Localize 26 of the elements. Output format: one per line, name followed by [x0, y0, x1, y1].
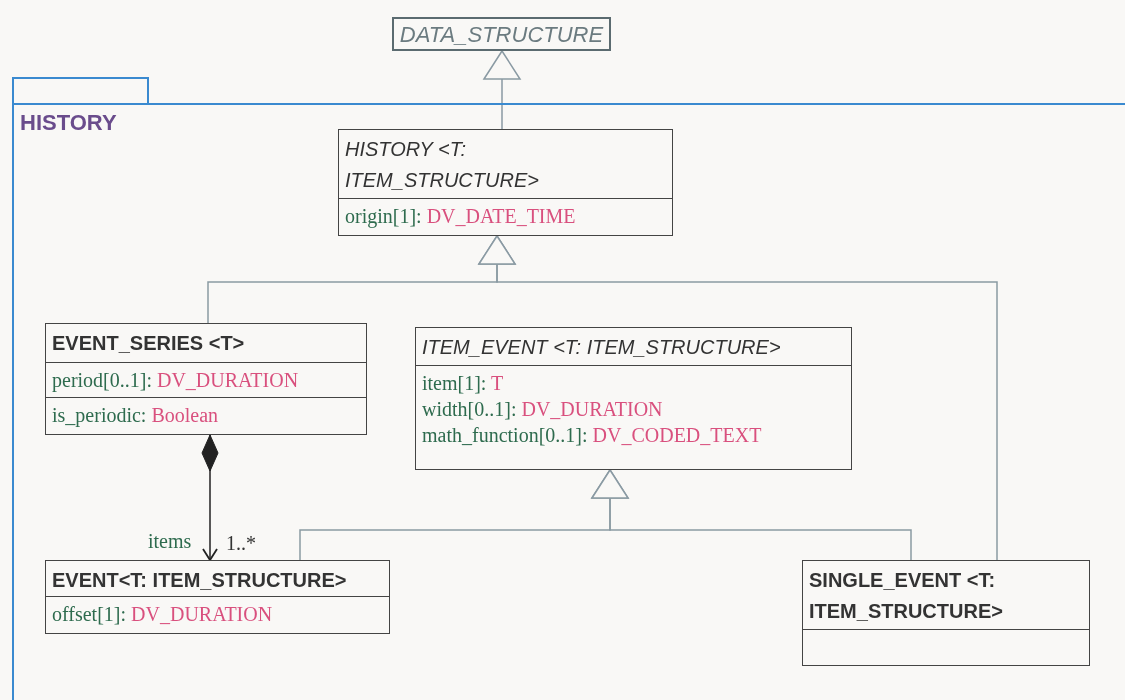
attribute-text: item[1]: T — [422, 370, 504, 396]
composition-arrow — [201, 434, 219, 561]
class-name: EVENT_SERIES <T> — [52, 331, 245, 356]
generalization-arrow — [483, 50, 521, 130]
attribute-text: period[0..1]: DV_DURATION — [52, 368, 299, 394]
attribute-text: width[0..1]: DV_DURATION — [422, 396, 663, 422]
class-name: ITEM_EVENT <T: ITEM_STRUCTURE> — [422, 335, 781, 360]
class-box — [338, 129, 673, 236]
attribute-text: offset[1]: DV_DURATION — [52, 602, 273, 627]
class-name: HISTORY <T: ITEM_STRUCTURE> — [345, 137, 540, 193]
class-box — [415, 327, 852, 470]
class-name: SINGLE_EVENT <T: ITEM_STRUCTURE> — [809, 568, 1004, 624]
attribute-text: origin[1]: DV_DATE_TIME — [345, 203, 576, 229]
multiplicity-label: 1..* — [226, 532, 256, 554]
class-box — [45, 323, 367, 435]
package-frame — [12, 77, 1125, 700]
class-box — [392, 17, 611, 51]
class-name: DATA_STRUCTURE — [399, 20, 604, 49]
class-box — [45, 560, 390, 634]
attribute-text: is_periodic: Boolean — [52, 402, 219, 428]
class-box — [802, 560, 1090, 666]
generalization-arrow — [591, 469, 912, 561]
class-name: EVENT<T: ITEM_STRUCTURE> — [52, 568, 347, 593]
generalization-arrow — [478, 235, 998, 561]
attribute-text: math_function[0..1]: DV_CODED_TEXT — [422, 422, 762, 448]
package-title: HISTORY — [20, 109, 117, 137]
